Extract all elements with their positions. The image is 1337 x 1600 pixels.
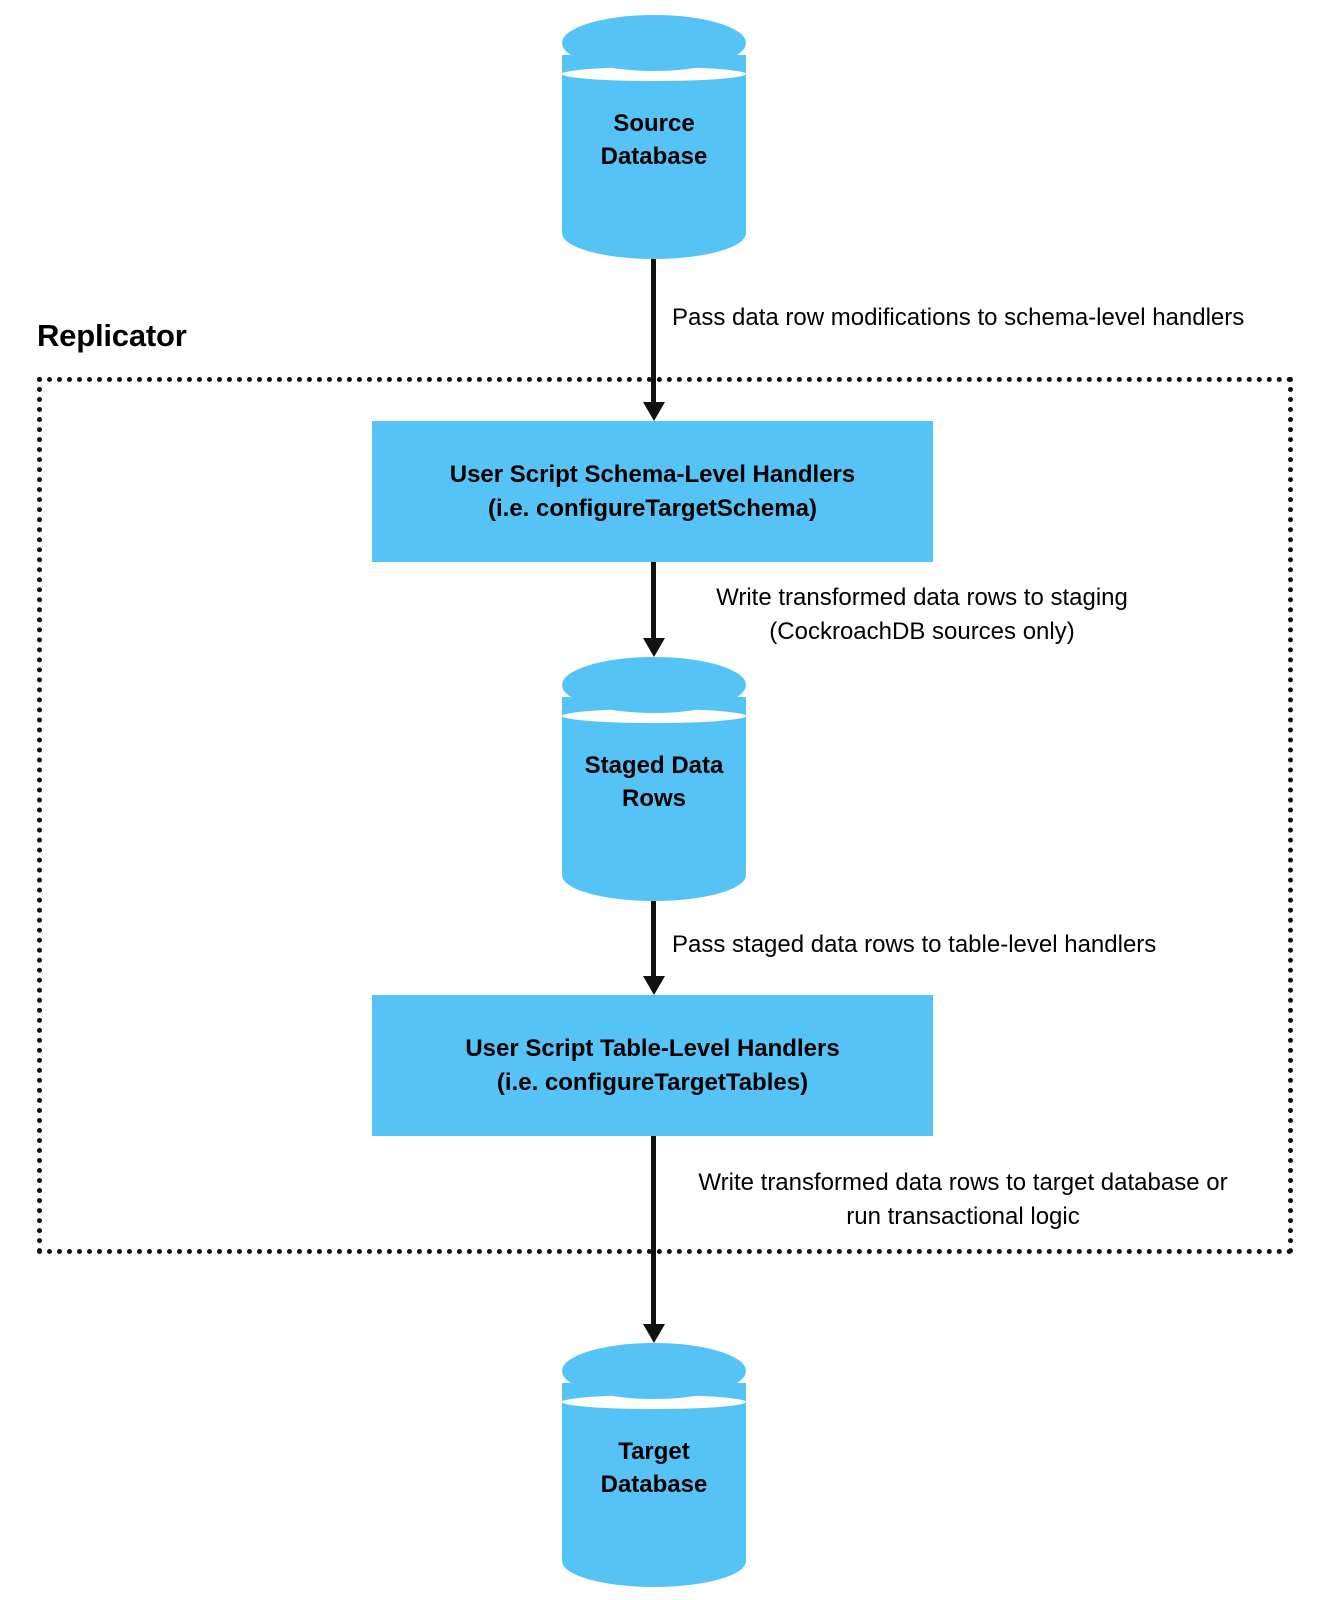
cylinder-rim-gap <box>562 1395 746 1409</box>
cylinder-top-ellipse <box>562 657 746 713</box>
arrow-shaft <box>651 901 656 976</box>
arrow-source-to-schema-handlers <box>642 259 665 421</box>
node-target-database: Target Database <box>562 1343 746 1587</box>
arrow-head-icon <box>642 1324 665 1343</box>
arrow-head-icon <box>642 402 665 421</box>
node-table-level-handlers-label: User Script Table-Level Handlers (i.e. c… <box>465 1034 840 1096</box>
replicator-boundary-box <box>37 377 1293 1254</box>
node-staged-data-rows-label: Staged Data Rows <box>584 752 724 812</box>
arrow-shaft <box>651 1136 656 1324</box>
node-source-database: Source Database <box>562 15 746 259</box>
arrow-head-icon <box>642 638 665 657</box>
node-target-database-label: Target Database <box>600 1438 708 1498</box>
arrow-staged-rows-to-table-handlers <box>642 901 665 995</box>
edge-label-staged-rows-to-table-handlers: Pass staged data rows to table-level han… <box>672 931 1157 958</box>
node-schema-level-handlers: User Script Schema-Level Handlers (i.e. … <box>372 421 933 562</box>
cylinder-rim-gap <box>562 67 746 81</box>
cylinder-top-ellipse <box>562 15 746 71</box>
node-staged-data-rows: Staged Data Rows <box>562 657 746 901</box>
node-source-database-label: Source Database <box>600 110 708 170</box>
edge-label-schema-handlers-to-staged-rows: Write transformed data rows to staging (… <box>716 584 1128 645</box>
cylinder-body <box>562 1383 746 1587</box>
cylinder-rim-gap <box>562 709 746 723</box>
arrow-shaft <box>651 259 656 402</box>
cylinder-body <box>562 55 746 259</box>
node-table-level-handlers: User Script Table-Level Handlers (i.e. c… <box>372 995 933 1136</box>
cylinder-top-ellipse <box>562 1343 746 1399</box>
node-schema-level-handlers-label: User Script Schema-Level Handlers (i.e. … <box>449 460 856 522</box>
edge-label-source-to-schema-handlers: Pass data row modifications to schema-le… <box>672 304 1245 331</box>
arrow-shaft <box>651 562 656 638</box>
arrow-head-icon <box>642 976 665 995</box>
edge-label-table-handlers-to-target-database: Write transformed data rows to target da… <box>698 1169 1228 1230</box>
arrow-schema-handlers-to-staged-rows <box>642 562 665 657</box>
arrow-table-handlers-to-target-database <box>642 1136 665 1343</box>
cylinder-body <box>562 697 746 901</box>
replicator-boundary-title: Replicator <box>37 318 187 353</box>
